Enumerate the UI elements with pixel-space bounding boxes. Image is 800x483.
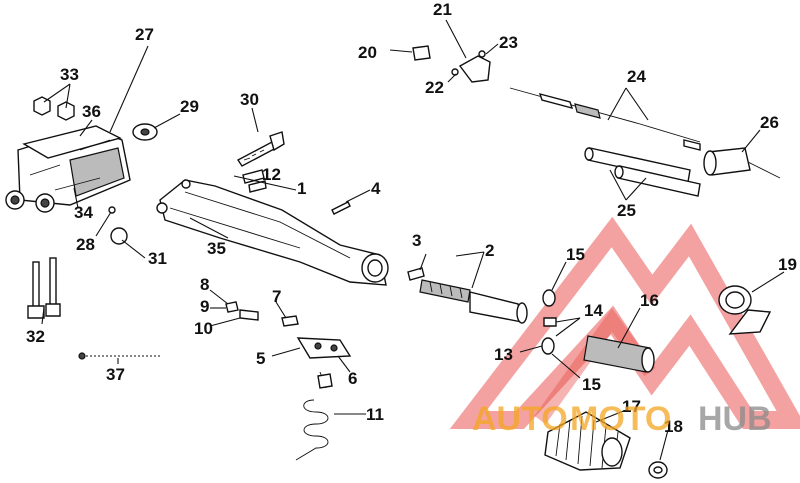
callout-10: 10 [194, 319, 213, 338]
callout-3: 3 [412, 231, 421, 250]
callout-26: 26 [760, 113, 779, 132]
callout-34: 34 [74, 203, 93, 222]
callout-9: 9 [200, 297, 209, 316]
steering-handle-arm [156, 179, 389, 286]
callout-2: 2 [485, 241, 494, 260]
bracket-assembly [5, 96, 131, 319]
ring-clamp-19 [718, 285, 772, 335]
cable-24 [509, 87, 701, 151]
callout-24: 24 [627, 67, 646, 86]
callout-labels: 27 33 36 29 30 12 1 4 35 34 28 31 32 37 … [26, 0, 797, 436]
callout-21: 21 [433, 0, 452, 19]
watermark-hub: HUB [698, 400, 772, 438]
screw-set-8-10 [225, 301, 259, 321]
callout-7: 7 [272, 287, 281, 306]
cable-end-26 [703, 147, 781, 179]
callout-4: 4 [371, 179, 381, 198]
callout-16: 16 [640, 291, 659, 310]
callout-37: 37 [106, 365, 125, 384]
callout-14: 14 [584, 301, 603, 320]
callout-28: 28 [76, 235, 95, 254]
callout-23: 23 [499, 33, 518, 52]
callout-32: 32 [26, 327, 45, 346]
small-hardware-left [108, 123, 158, 245]
callout-17: 17 [622, 397, 641, 416]
callout-1: 1 [297, 179, 306, 198]
washer-18 [648, 461, 668, 479]
callout-31: 31 [148, 249, 167, 268]
leader-lines [41, 19, 785, 461]
bolt-30 [236, 131, 285, 167]
callout-33: 33 [60, 65, 79, 84]
callout-25: 25 [617, 201, 636, 220]
callout-30: 30 [240, 90, 259, 109]
strap-37 [78, 352, 160, 360]
pin-4 [331, 201, 351, 215]
callout-18: 18 [664, 417, 683, 436]
throttle-shaft [407, 267, 528, 324]
callout-6: 6 [348, 369, 357, 388]
callout-15-bottom: 15 [582, 375, 601, 394]
callout-22: 22 [425, 78, 444, 97]
callout-27: 27 [135, 25, 154, 44]
callout-5: 5 [256, 349, 265, 368]
watermark-text: AUTO MOTO HUB [472, 400, 772, 438]
callout-12: 12 [262, 165, 281, 184]
switch-assembly [281, 315, 352, 359]
callout-29: 29 [180, 97, 199, 116]
callout-11: 11 [366, 405, 384, 424]
callout-19: 19 [778, 255, 797, 274]
callout-13: 13 [494, 345, 513, 364]
callout-36: 36 [82, 102, 101, 121]
coiled-wire-11 [295, 371, 333, 461]
callout-15-top: 15 [566, 245, 585, 264]
grip-17 [544, 411, 631, 471]
callout-8: 8 [200, 275, 209, 294]
grip-internal-parts [541, 289, 655, 373]
bracket-hardware-top [412, 45, 491, 83]
watermark-auto: AUTO [472, 400, 568, 438]
callout-35: 35 [207, 239, 226, 258]
callout-20: 20 [358, 43, 377, 62]
tubes-25 [584, 147, 701, 197]
watermark-moto: MOTO [570, 400, 671, 438]
